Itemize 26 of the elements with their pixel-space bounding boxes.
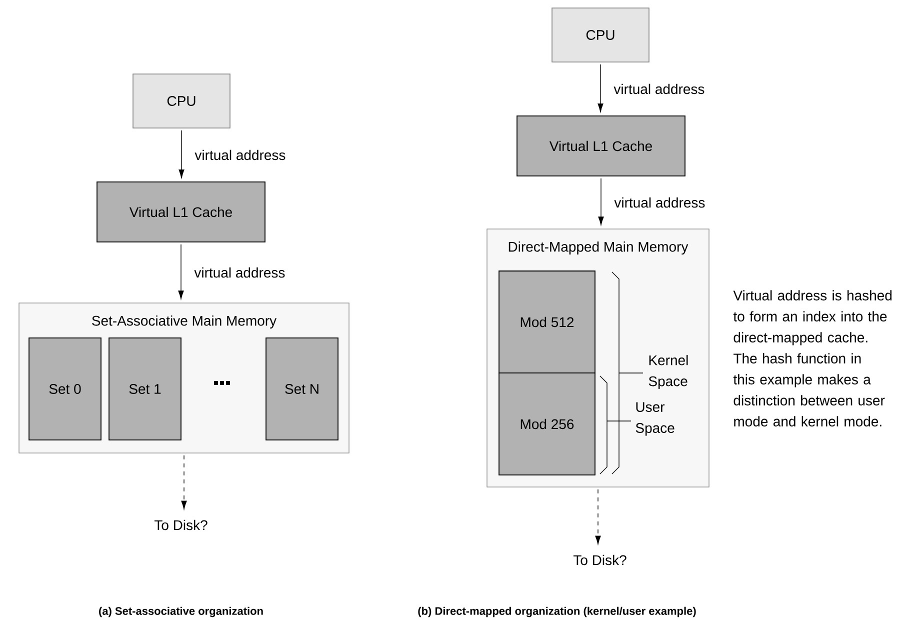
- space-label: Kernel Space: [648, 354, 688, 389]
- cache-box: Set 0: [28, 338, 102, 440]
- arrow: [178, 130, 184, 178]
- processor-box: CPU: [552, 8, 650, 62]
- edge-label: virtual address: [194, 150, 286, 160]
- destination-text: To Disk?: [154, 520, 208, 530]
- caption: (a) Set-associative organization: [99, 606, 263, 618]
- processor-box: CPU: [132, 74, 230, 128]
- arrow: [178, 244, 184, 300]
- space-label: User Space: [636, 402, 674, 436]
- cache-box: Mod 256: [498, 372, 596, 476]
- arrow: [598, 64, 604, 112]
- note-text: Virtual address is hashed to form an index into the direct-mapped cache. The hash function in this example makes a distinction between user mode and kernel mode.: [733, 290, 892, 426]
- edge-label: virtual address: [614, 197, 705, 208]
- destination-text: To Disk?: [573, 554, 626, 566]
- edge-label: virtual address: [614, 84, 704, 94]
- cache-box: Virtual L1 Cache: [96, 182, 266, 242]
- arrow: [598, 178, 604, 226]
- edge-label: virtual address: [194, 267, 285, 278]
- cache-box: Virtual L1 Cache: [516, 116, 686, 176]
- cache-box: Mod 512: [498, 270, 596, 374]
- cache-box: Set N: [266, 338, 338, 440]
- caption: (b) Direct-mapped organization (kernel/user example): [418, 606, 696, 618]
- arrow: [181, 455, 187, 510]
- arrow: [595, 489, 601, 544]
- cache-box: Set 1: [108, 338, 182, 440]
